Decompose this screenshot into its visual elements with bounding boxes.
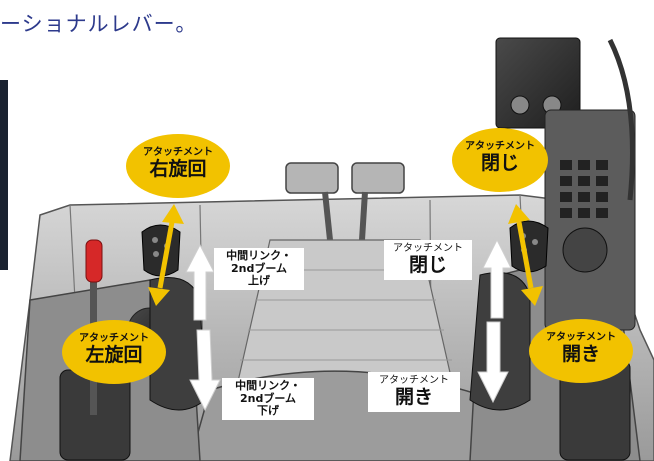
badge-open-bottom: アタッチメント 開き [529, 319, 633, 383]
badge-bg-close-top [452, 128, 548, 192]
badge-left-turn: アタッチメント 左旋回 [62, 320, 166, 384]
pedal-right [351, 162, 405, 194]
badge-right-turn: アタッチメント 右旋回 [126, 134, 230, 198]
yellow-arrow-left [148, 204, 184, 306]
badge-close-top-small: アタッチメント [465, 141, 535, 152]
cable [607, 38, 635, 201]
label-boom-up: 中間リンク・ 2ndブーム 上げ [214, 248, 304, 290]
side-panel [544, 109, 636, 331]
label-attach-open-big: 開き [394, 385, 433, 408]
control-knob-1 [510, 95, 530, 115]
label-attach-close-big: 閉じ [408, 253, 447, 276]
label-attach-close-small: アタッチメント [393, 243, 463, 254]
left-joystick [141, 224, 181, 277]
label-boom-down: 中間リンク・ 2ndブーム 下げ [222, 378, 314, 420]
photo-edge [0, 80, 8, 270]
badge-close-top-big: 閉じ [480, 152, 519, 174]
badge-right-turn-small: アタッチメント [143, 147, 213, 158]
label-attach-open-small: アタッチメント [379, 375, 449, 386]
badge-right-turn-big: 右旋回 [149, 158, 207, 180]
label-attach-open: アタッチメント 開き [368, 372, 460, 413]
label-boom-down-line1: 中間リンク・ [235, 379, 301, 392]
white-arrow-left-up [185, 243, 215, 321]
side-panel-dial [562, 227, 608, 273]
label-attach-close: アタッチメント 閉じ [384, 240, 472, 281]
label-boom-down-line3: 下げ [257, 404, 279, 418]
label-boom-up-line1: 中間リンク・ [226, 249, 292, 262]
joystick-button [152, 237, 158, 243]
label-boom-down-line2: 2ndブーム [239, 391, 297, 405]
badge-bg-left-turn [62, 320, 166, 384]
white-arrow-right-down [477, 321, 509, 404]
keypad [560, 160, 608, 218]
badge-left-turn-small: アタッチメント [79, 333, 149, 344]
pedal-left [285, 162, 339, 194]
red-lever-grip [85, 239, 103, 283]
label-boom-up-line3: 上げ [248, 274, 270, 288]
label-boom-up-line2: 2ndブーム [230, 261, 288, 275]
badge-left-turn-big: 左旋回 [85, 344, 143, 366]
page-heading: ーショナルレバー。 [0, 12, 198, 36]
pedal-stems [322, 191, 368, 241]
badge-open-bottom-big: 開き [561, 343, 600, 365]
yellow-arrow-right [508, 204, 543, 306]
joystick-button [153, 251, 159, 257]
white-arrow-right-up [482, 238, 512, 319]
floor-mat-ribs [240, 269, 452, 361]
badge-close-top: アタッチメント 閉じ [452, 128, 548, 192]
badge-open-bottom-small: アタッチメント [546, 332, 616, 343]
joystick-button [532, 239, 538, 245]
badge-bg-open-bottom [529, 319, 633, 383]
white-arrow-left-down [189, 329, 221, 412]
badge-bg-right-turn [126, 134, 230, 198]
